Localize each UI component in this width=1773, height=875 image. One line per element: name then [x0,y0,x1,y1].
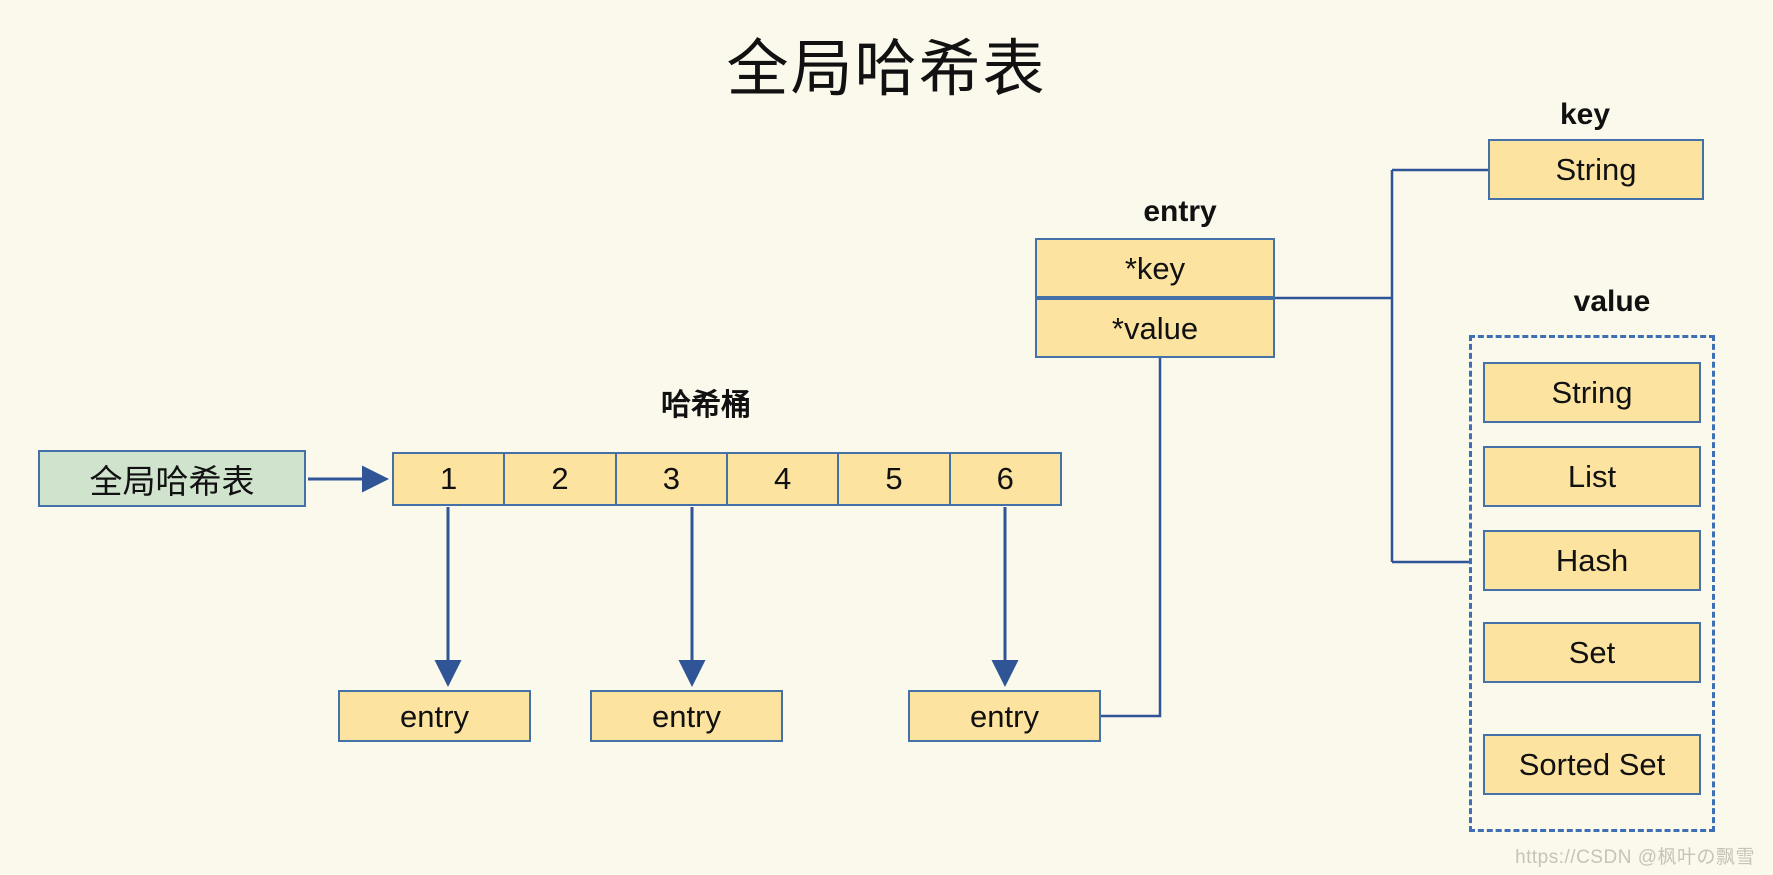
page-title: 全局哈希表 [726,35,1047,104]
watermark-text: https://CSDN @枫叶の飘雪 [1515,847,1755,868]
hash-bucket-label: 哈希桶 [661,389,751,422]
bucket-cell-1[interactable]: 1 [394,454,506,504]
entry-field-value[interactable]: *value [1035,298,1275,358]
value-section-label: value [1573,285,1651,318]
entry-box[interactable]: entry [908,690,1101,742]
key-type-string[interactable]: String [1488,139,1704,200]
value-type-sorted-set[interactable]: Sorted Set [1483,734,1701,795]
bucket-cell-2[interactable]: 2 [505,454,617,504]
line-entrystruct-to-entry2 [1101,358,1162,718]
bucket-cell-5[interactable]: 5 [839,454,951,504]
bucket-cell-3[interactable]: 3 [617,454,728,504]
entry-box[interactable]: entry [590,690,783,742]
value-type-set[interactable]: Set [1483,622,1701,683]
value-types-group [1469,335,1715,832]
global-hash-table-box[interactable]: 全局哈希表 [38,450,306,507]
key-section-label: key [1559,98,1611,131]
bucket-cell-6[interactable]: 6 [996,461,1014,496]
entry-struct-label: entry [1143,195,1217,228]
bucket-cell-4[interactable]: 4 [728,454,840,504]
entry-field-key[interactable]: *key [1035,238,1275,298]
value-type-string[interactable]: String [1483,362,1701,423]
entry-box[interactable]: entry [338,690,531,742]
hash-bucket-row: 1 2 3 4 5 6 [392,452,1062,506]
value-type-list[interactable]: List [1483,446,1701,507]
value-type-hash[interactable]: Hash [1483,530,1701,591]
